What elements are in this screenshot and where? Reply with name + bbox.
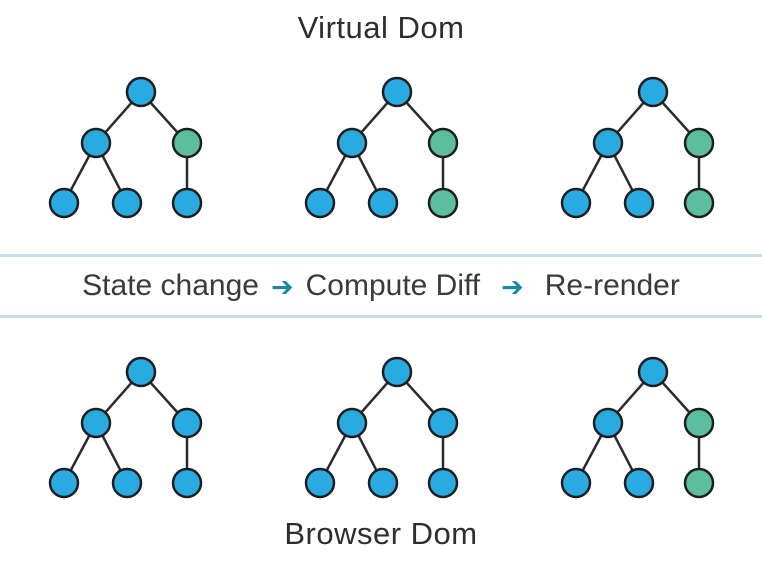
tree-node [336, 407, 368, 439]
right-arrow-icon: ➔ [501, 271, 524, 302]
virtual-dom-title: Virtual Dom [297, 10, 465, 45]
tree-node-changed [683, 127, 715, 159]
tree-node [560, 187, 592, 219]
tree-node [592, 127, 624, 159]
tree-node-changed [683, 187, 715, 219]
divider-line-bottom [0, 315, 762, 318]
tree-node [48, 187, 80, 219]
tree-node [80, 127, 112, 159]
tree-node [367, 467, 399, 499]
tree-node-changed [427, 187, 459, 219]
tree-node [171, 187, 203, 219]
tree-node-changed [171, 127, 203, 159]
tree-node [48, 467, 80, 499]
tree-node [637, 76, 669, 108]
tree-node [125, 76, 157, 108]
tree-node [80, 407, 112, 439]
tree-node [111, 467, 143, 499]
dom-tree [48, 76, 203, 219]
browser-dom-title: Browser Dom [284, 516, 478, 551]
tree-node [381, 76, 413, 108]
tree-node [125, 356, 157, 388]
tree-node-changed [683, 467, 715, 499]
tree-node [381, 356, 413, 388]
tree-node [560, 467, 592, 499]
pipeline-step-compute-diff: Compute Diff [305, 269, 481, 302]
divider-line-top [0, 254, 762, 257]
pipeline-step-state-change: State change [82, 269, 259, 302]
tree-node [623, 187, 655, 219]
dom-tree [560, 356, 715, 499]
tree-node [111, 187, 143, 219]
tree-node [367, 187, 399, 219]
tree-node [304, 467, 336, 499]
tree-node [171, 407, 203, 439]
pipeline-step-re-render: Re-render [544, 269, 680, 302]
update-pipeline-band: State change ➔ Compute Diff ➔ Re-render [0, 257, 762, 315]
tree-node [336, 127, 368, 159]
tree-node [592, 407, 624, 439]
tree-node [427, 467, 459, 499]
tree-node [427, 407, 459, 439]
tree-node-changed [683, 407, 715, 439]
dom-tree [48, 356, 203, 499]
dom-tree [304, 356, 459, 499]
tree-node [623, 467, 655, 499]
dom-tree [304, 76, 459, 219]
tree-node [171, 467, 203, 499]
right-arrow-icon: ➔ [270, 271, 294, 302]
tree-node [637, 356, 669, 388]
tree-node [304, 187, 336, 219]
tree-node-changed [427, 127, 459, 159]
dom-tree [560, 76, 715, 219]
